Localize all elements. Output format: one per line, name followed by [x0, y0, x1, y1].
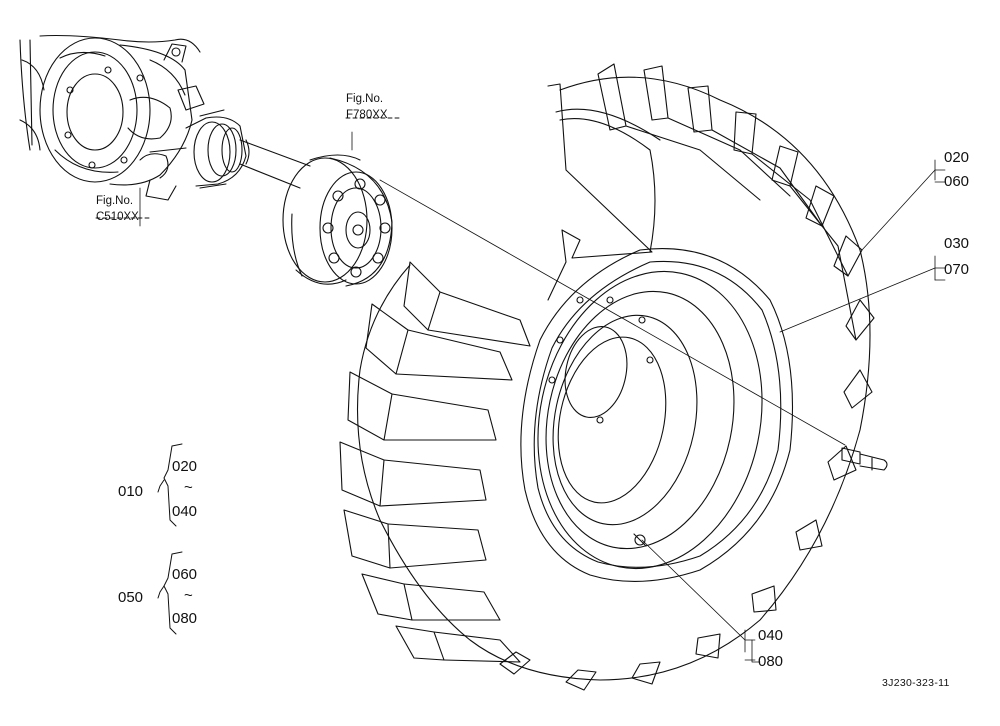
fig-ref-c510-code[interactable]: C510XX: [96, 211, 139, 223]
group-050-separator: ~: [184, 587, 193, 604]
callout-020[interactable]: 020: [944, 149, 970, 166]
group-010-separator: ~: [184, 479, 193, 496]
group-brackets: [157, 443, 183, 635]
wheel-hub-flange: [282, 154, 393, 287]
callout-040[interactable]: 040: [758, 627, 784, 644]
callout-030[interactable]: 030: [944, 235, 970, 252]
group-050-from: 060: [172, 566, 198, 583]
callout-060[interactable]: 060: [944, 173, 970, 190]
group-010-to: 040: [172, 503, 198, 520]
group-050-id[interactable]: 050: [118, 589, 144, 606]
fig-frames: [95, 117, 401, 219]
leader-lines: [139, 131, 946, 663]
callout-070[interactable]: 070: [944, 261, 970, 278]
group-010-id[interactable]: 010: [118, 483, 144, 500]
callout-080[interactable]: 080: [758, 653, 784, 670]
axle-housing: [19, 34, 311, 201]
tire-and-rim: [339, 63, 888, 691]
group-050-to: 080: [172, 610, 198, 627]
fig-ref-c510-prefix: Fig.No.: [96, 195, 134, 207]
fig-ref-f780-code[interactable]: F780XX: [346, 109, 388, 121]
group-010-from: 020: [172, 458, 198, 475]
drawing-number: 3J230-323-11: [882, 677, 950, 689]
fig-ref-f780-prefix: Fig.No.: [346, 93, 384, 105]
